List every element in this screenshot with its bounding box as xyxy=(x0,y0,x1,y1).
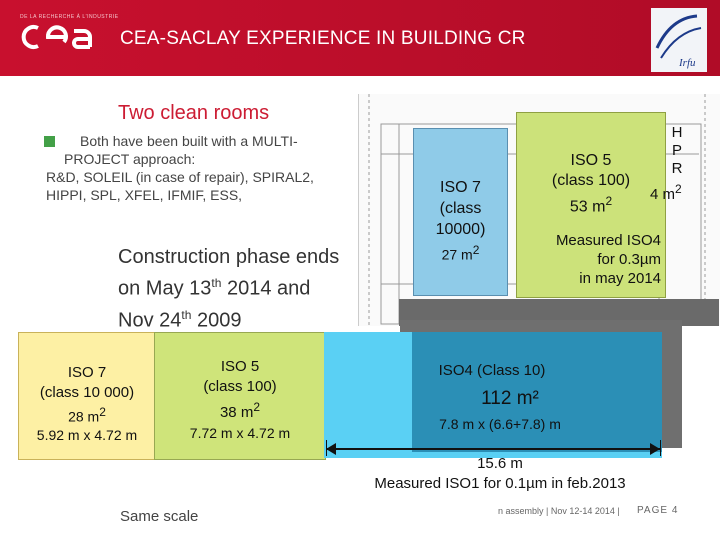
irfu-logo-text: Irfu xyxy=(678,57,696,69)
same-scale-note: Same scale xyxy=(120,508,199,525)
footer-meeting: n assembly | Nov 12-14 2014 | xyxy=(498,506,620,516)
bullet-line-4: HIPPI, SPL, XFEL, IFMIF, ESS, xyxy=(46,187,243,203)
cea-logo xyxy=(21,25,92,49)
bullet-text: Both have been built with a MULTI- PROJE… xyxy=(46,132,346,204)
arrow-left-icon xyxy=(326,443,336,455)
iso5-scale-label: ISO 5 (class 100) 38 m2 7.72 m x 4.72 m xyxy=(189,358,291,441)
bullet-line-2: PROJECT approach: xyxy=(64,151,196,167)
hpr-label: H P R xyxy=(671,124,683,177)
length-measurement-text: 15.6 m Measured ISO1 for 0.1µm in feb.20… xyxy=(374,455,626,492)
iso7-scale-box: ISO 7 (class 10 000) 28 m2 5.92 m x 4.72… xyxy=(18,332,156,460)
dimension-tick-left xyxy=(326,440,327,456)
iso5-plan-label: ISO 5 (class 100) 53 m2 xyxy=(551,152,631,216)
dimension-tick-right xyxy=(660,440,661,456)
iso4-area-label: 112 m² xyxy=(481,388,539,409)
dimension-line xyxy=(326,448,660,450)
header-bar xyxy=(0,0,720,76)
bullet-line-3: R&D, SOLEIL (in case of repair), SPIRAL2… xyxy=(46,169,314,185)
iso7-room-plan: ISO 7 (class 10000) 27 m2 xyxy=(413,128,508,296)
construction-line-2: on May 13th 2014 and xyxy=(118,276,311,300)
measured-iso4-label: Measured ISO4 for 0.3µm in may 2014 xyxy=(555,232,661,287)
slide-title: CEA-SACLAY EXPERIENCE IN BUILDING CR xyxy=(120,28,526,49)
footer-page-number: PAGE 4 xyxy=(637,505,679,516)
heading-clean-rooms: Two clean rooms xyxy=(118,102,270,124)
iso5-scale-box: ISO 5 (class 100) 38 m2 7.72 m x 4.72 m xyxy=(154,332,326,460)
iso7-plan-label: ISO 7 (class 10000) 27 m2 xyxy=(435,179,486,263)
arrow-right-icon xyxy=(650,443,660,455)
construction-line-1: Construction phase ends xyxy=(118,246,340,268)
construction-line-3: Nov 24th 2009 xyxy=(118,307,242,332)
iso4-class-label: ISO4 (Class 10) xyxy=(438,362,546,379)
logo-tagline: DE LA RECHERCHE À L'INDUSTRIE xyxy=(20,14,119,20)
iso7-scale-label: ISO 7 (class 10 000) 28 m2 5.92 m x 4.72… xyxy=(36,364,138,443)
bullet-line-1: Both have been built with a MULTI- xyxy=(80,133,298,149)
iso4-scale-box: ISO4 (Class 10) 112 m² 7.8 m x (6.6+7.8)… xyxy=(412,332,662,452)
bullet-square-icon xyxy=(44,136,55,147)
construction-text: Construction phase ends on May 13th 2014… xyxy=(118,244,358,333)
iso5-room-plan: ISO 5 (class 100) 53 m2 Measured ISO4 fo… xyxy=(516,112,666,298)
irfu-logo: Irfu xyxy=(651,8,707,72)
hpr-area: 4 m2 xyxy=(650,182,682,203)
iso4-dimension-label: 7.8 m x (6.6+7.8) m xyxy=(439,416,561,432)
